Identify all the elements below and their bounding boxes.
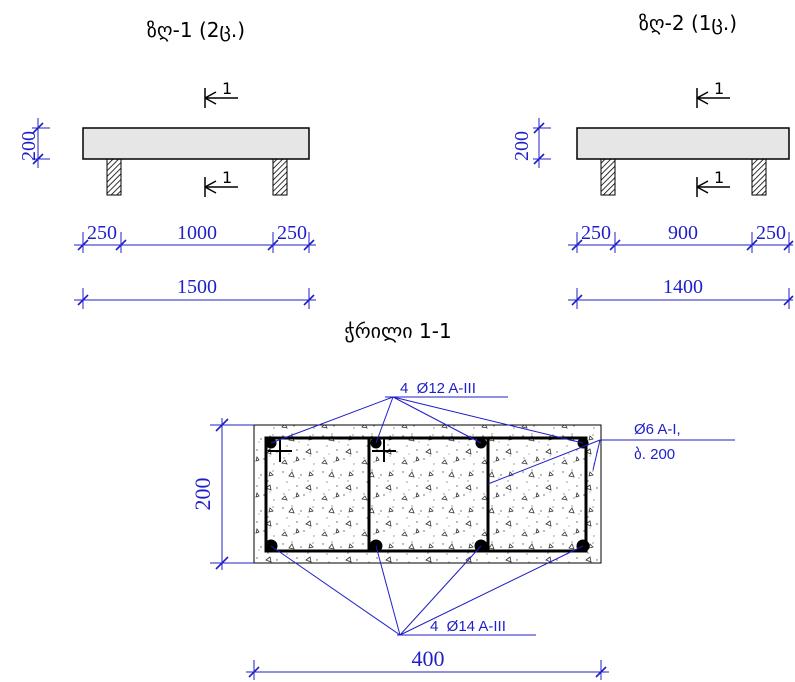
section-concrete [253,424,602,564]
beam2-support-left [600,158,616,196]
stirrup-label-line1: Ø6 A-I, [634,421,681,438]
beam2-height-dimension: 200 [511,118,551,168]
beam2-dim-left: 250 [581,222,611,244]
section-height-dimension: 200 [190,418,254,570]
beam1-dim-middle: 1000 [177,222,217,244]
beam2-height-label: 200 [511,131,533,161]
section-stirrups [264,436,588,553]
beam1-body [82,127,310,160]
beam1-section-mark-top: 1 [204,79,238,108]
section-height-label: 200 [190,478,215,511]
beam2-total-dimension: 1400 [568,276,794,309]
bottom-bars-label: 4 Ø14 A-III [430,618,506,635]
section-1-1: ჭრილი 1-1 [190,319,735,680]
beam1-title: ზღ-1 (2ც.) [147,18,245,42]
beam2-elevation: ზღ-2 (1ც.) 1 1 200 [511,11,794,309]
beam1-total-dimension: 1500 [74,276,316,309]
beam1-support-left [106,158,122,196]
stirrup-label-line2: ბ. 200 [634,446,675,463]
beam2-support-right [751,158,767,196]
section-width-dimension: 400 [246,646,609,680]
top-bars-label: 4 Ø12 A-III [400,380,476,397]
beam2-section-mark-top: 1 [696,79,730,108]
beam1-section-mark-bottom: 1 [204,168,238,197]
beam2-body [576,127,790,160]
beam1-height-dimension: 200 [18,118,50,168]
stirrup-callout: Ø6 A-I, ბ. 200 [487,421,735,485]
beam1-total-label: 1500 [177,276,217,298]
bottom-bars-callout: 4 Ø14 A-III [270,545,584,636]
beam2-total-label: 1400 [663,276,703,298]
beam1-elevation: ზღ-1 (2ც.) 1 1 200 [18,18,316,309]
beam1-support-right [272,158,288,196]
beam2-section-mark-bottom: 1 [696,168,730,197]
beam2-title: ზღ-2 (1ც.) [639,11,737,35]
beam1-section-label-bottom: 1 [222,168,232,187]
beam1-dim-left: 250 [87,222,117,244]
beam1-height-label: 200 [18,131,40,161]
beam2-dim-middle: 900 [668,222,698,244]
section-title: ჭრილი 1-1 [344,319,451,343]
beam1-segment-dimensions: 250 1000 250 [74,222,316,253]
section-width-label: 400 [412,646,445,671]
beam1-section-label-top: 1 [222,79,232,98]
beam2-dim-right: 250 [756,222,786,244]
beam1-dim-right: 250 [277,222,307,244]
beam2-section-label-bottom: 1 [714,168,724,187]
beam2-section-label-top: 1 [714,79,724,98]
top-bars-callout: 4 Ø12 A-III [270,380,584,444]
beam2-segment-dimensions: 250 900 250 [568,222,794,253]
